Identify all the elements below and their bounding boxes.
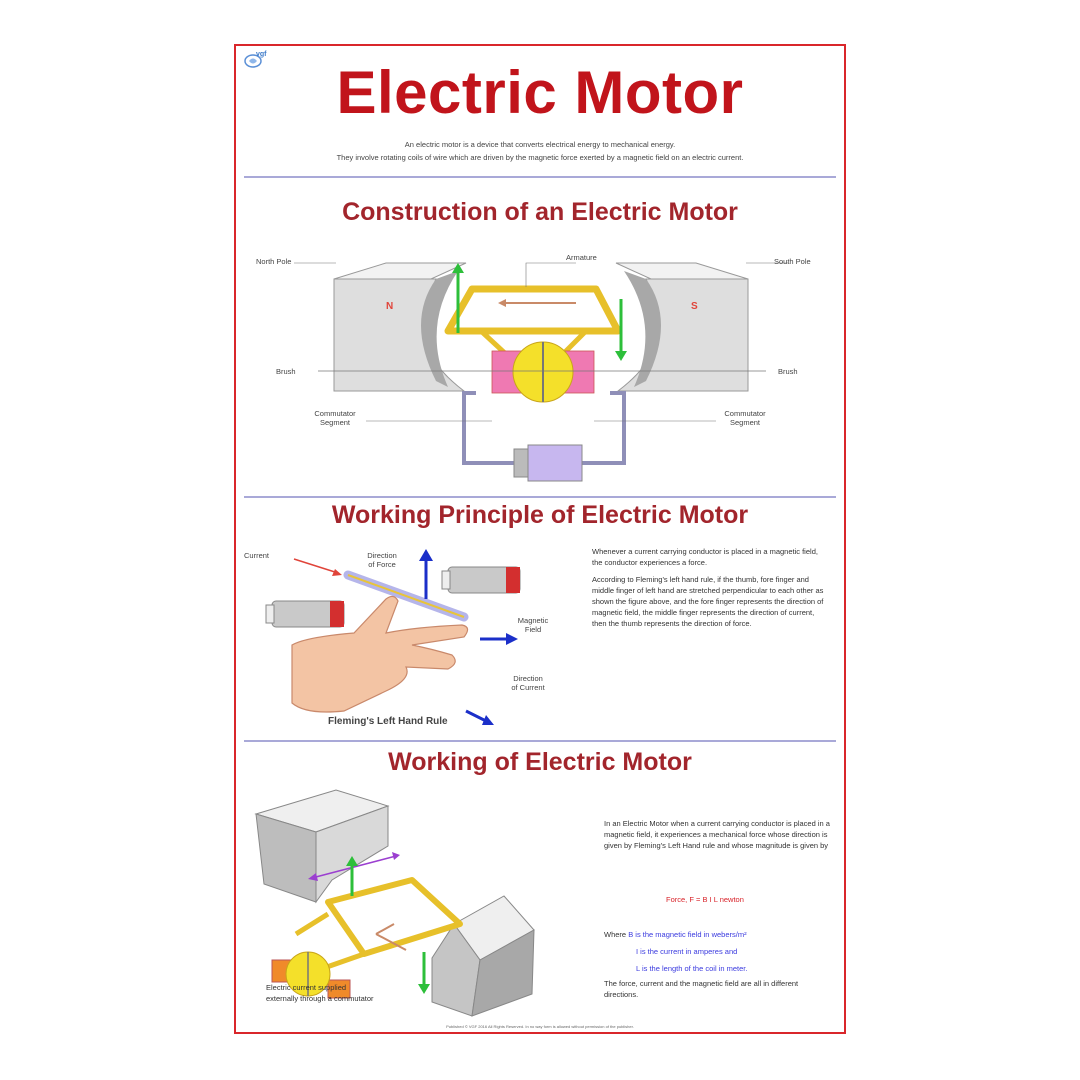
- section-title-construction: Construction of an Electric Motor: [342, 198, 738, 226]
- label-direction-of-current: Direction of Current: [511, 674, 545, 692]
- coil: [325, 877, 463, 957]
- intro-line-2: They involve rotating coils of wire whic…: [336, 153, 744, 162]
- s-label: S: [691, 301, 698, 312]
- section-title-principle: Working Principle of Electric Motor: [331, 501, 749, 529]
- label-current: Current: [244, 551, 270, 560]
- motor-working-diagram: [254, 789, 535, 1017]
- where-l: L is the length of the coil in meter.: [636, 964, 748, 973]
- divider-1: [244, 176, 836, 178]
- magnet-left: [265, 600, 345, 628]
- principle-paragraph-2: According to Fleming's left hand rule, i…: [592, 575, 824, 628]
- poster: vgf Electric Motor An electric motor is …: [234, 44, 846, 1034]
- flemings-rule-caption: Fleming's Left Hand Rule: [328, 716, 448, 727]
- working-paragraph: In an Electric Motor when a current carr…: [604, 819, 830, 850]
- intro-text: An electric motor is a device that conve…: [256, 138, 824, 164]
- footer-copyright: Published © VGF 2016 All Rights Reserved…: [446, 1024, 634, 1029]
- publisher-logo: [244, 54, 262, 68]
- force-arrows: [452, 263, 627, 361]
- logo-text: vgf: [256, 51, 267, 58]
- formula-where-list: Where B is the magnetic field in webers/…: [604, 926, 830, 977]
- magnet-right: [441, 566, 521, 594]
- battery: [513, 444, 583, 482]
- principle-paragraph-1: Whenever a current carrying conductor is…: [592, 547, 818, 567]
- page-title: Electric Motor: [336, 59, 744, 126]
- where-i: I is the current in amperes and: [636, 947, 738, 956]
- flemings-left-hand-diagram: [265, 549, 521, 725]
- force-formula: Force, F = B I L newton: [666, 895, 744, 904]
- divider-3: [244, 740, 836, 742]
- commutator-assembly: [271, 951, 351, 999]
- divider-2: [244, 496, 836, 498]
- label-commutator-segment-left: Commutator Segment: [314, 409, 356, 427]
- label-south-pole: South Pole: [774, 257, 811, 266]
- where-label: Where: [604, 930, 627, 939]
- principle-explanation: Whenever a current carrying conductor is…: [592, 546, 830, 635]
- label-brush-left: Brush: [276, 367, 296, 376]
- intro-line-1: An electric motor is a device that conve…: [404, 140, 676, 149]
- label-direction-of-force: Direction of Force: [367, 551, 397, 569]
- left-hand: [291, 595, 469, 713]
- south-pole-magnet: S: [615, 262, 749, 392]
- label-north-pole: North Pole: [256, 257, 292, 266]
- supply-caption: Electric current supplied externally thr…: [266, 983, 374, 1003]
- circuit-wire: [462, 391, 626, 465]
- north-pole-magnet: N: [333, 262, 467, 392]
- upper-magnet: [254, 789, 390, 904]
- label-armature: Armature: [566, 253, 597, 262]
- section-title-working: Working of Electric Motor: [388, 748, 692, 776]
- working-closing: The force, current and the magnetic fiel…: [604, 979, 799, 999]
- n-label: N: [386, 301, 393, 312]
- label-magnetic-field: Magnetic Field: [517, 616, 549, 634]
- where-b: B is the magnetic field in webers/m²: [628, 930, 747, 939]
- label-commutator-segment-right: Commutator Segment: [724, 409, 766, 427]
- motor-construction-diagram: N S: [294, 262, 788, 482]
- lower-magnet: [431, 895, 535, 1017]
- label-brush-right: Brush: [778, 367, 798, 376]
